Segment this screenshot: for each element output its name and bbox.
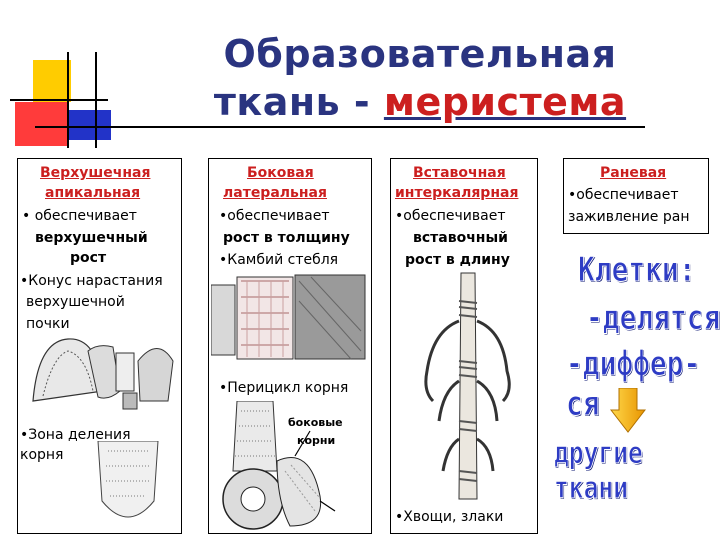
title-line-2: ткань - меристема [120, 78, 720, 126]
title-accent: меристема [383, 80, 627, 124]
decor-hline-2 [35, 126, 645, 128]
horsetail-stem-illustration [424, 272, 511, 500]
panel-apical-item-2-sub-2: почки [26, 316, 70, 332]
panel-intercalary: Вставочная интеркалярная •обеспечивает в… [390, 158, 538, 534]
panel-apical-item-2-sub-1: верхушечной [26, 294, 125, 310]
decor-red-square [15, 102, 67, 146]
panel-apical-title-1: Верхушечная [40, 165, 151, 181]
panel-lateral-title-1: Боковая [247, 165, 314, 181]
title-line-1: Образовательная [223, 32, 617, 76]
pericycle-illustration [222, 401, 336, 530]
panel-apical-item-1-sub-2: рост [70, 250, 107, 266]
panel-intercalary-title-2: интеркалярная [395, 185, 519, 201]
cells-line-1: -делятся [586, 298, 720, 339]
arrow-down-icon [610, 388, 646, 433]
panel-intercalary-title-1: Вставочная [413, 165, 506, 181]
panel-intercalary-item-1-sub-2: рост в длину [405, 252, 510, 268]
panel-wound-item-1: •обеспечивает [568, 187, 679, 203]
page-title: Образовательная ткань - меристема [120, 30, 720, 126]
cambium-illustration [211, 274, 366, 360]
title-prefix: ткань - [213, 80, 384, 124]
panel-wound-item-1-sub-1: заживление ран [568, 209, 690, 225]
panel-wound-title: Раневая [600, 165, 667, 181]
panel-wound: Раневая •обеспечивает заживление ран [563, 158, 709, 234]
panel-apical-item-3: •Зона деления [20, 427, 131, 443]
panel-lateral-item-2: •Камбий стебля [219, 252, 339, 268]
panel-lateral-item-3: •Перицикл корня [219, 380, 349, 396]
panel-lateral-item-1: •обеспечивает [219, 208, 330, 224]
root-tip-illustration [97, 441, 159, 518]
decor-hline-1 [10, 99, 108, 101]
cells-heading: Клетки: [578, 250, 696, 291]
panel-apical-item-1-sub-1: верхушечный [35, 230, 148, 246]
panel-apical-title-2: апикальная [45, 185, 141, 201]
panel-lateral: Боковая латеральная •обеспечивает рост в… [208, 158, 372, 534]
panel-lateral-title-2: латеральная [223, 185, 327, 201]
panel-intercalary-item-2: •Хвощи, злаки [395, 509, 504, 525]
cells-line-2: -диффер-ся [566, 344, 701, 425]
panel-intercalary-item-1-sub-1: вставочный [413, 230, 508, 246]
cells-result: другие ткани [554, 436, 644, 507]
panel-lateral-item-1-sub-1: рост в толщину [223, 230, 350, 246]
panel-apical-item-2: •Конус нарастания [20, 273, 163, 289]
bud-illustration [32, 338, 174, 410]
panel-apical-item-3-sub-1: корня [20, 447, 64, 463]
decor-yellow-square [33, 60, 71, 102]
panel-lateral-annotation-1: боковые [288, 416, 343, 429]
panel-apical-item-1: • обеспечивает [22, 208, 137, 224]
decor-blue-square [69, 110, 111, 140]
panel-intercalary-item-1: •обеспечивает [395, 208, 506, 224]
panel-apical: Верхушечная апикальная • обеспечивает ве… [17, 158, 182, 534]
